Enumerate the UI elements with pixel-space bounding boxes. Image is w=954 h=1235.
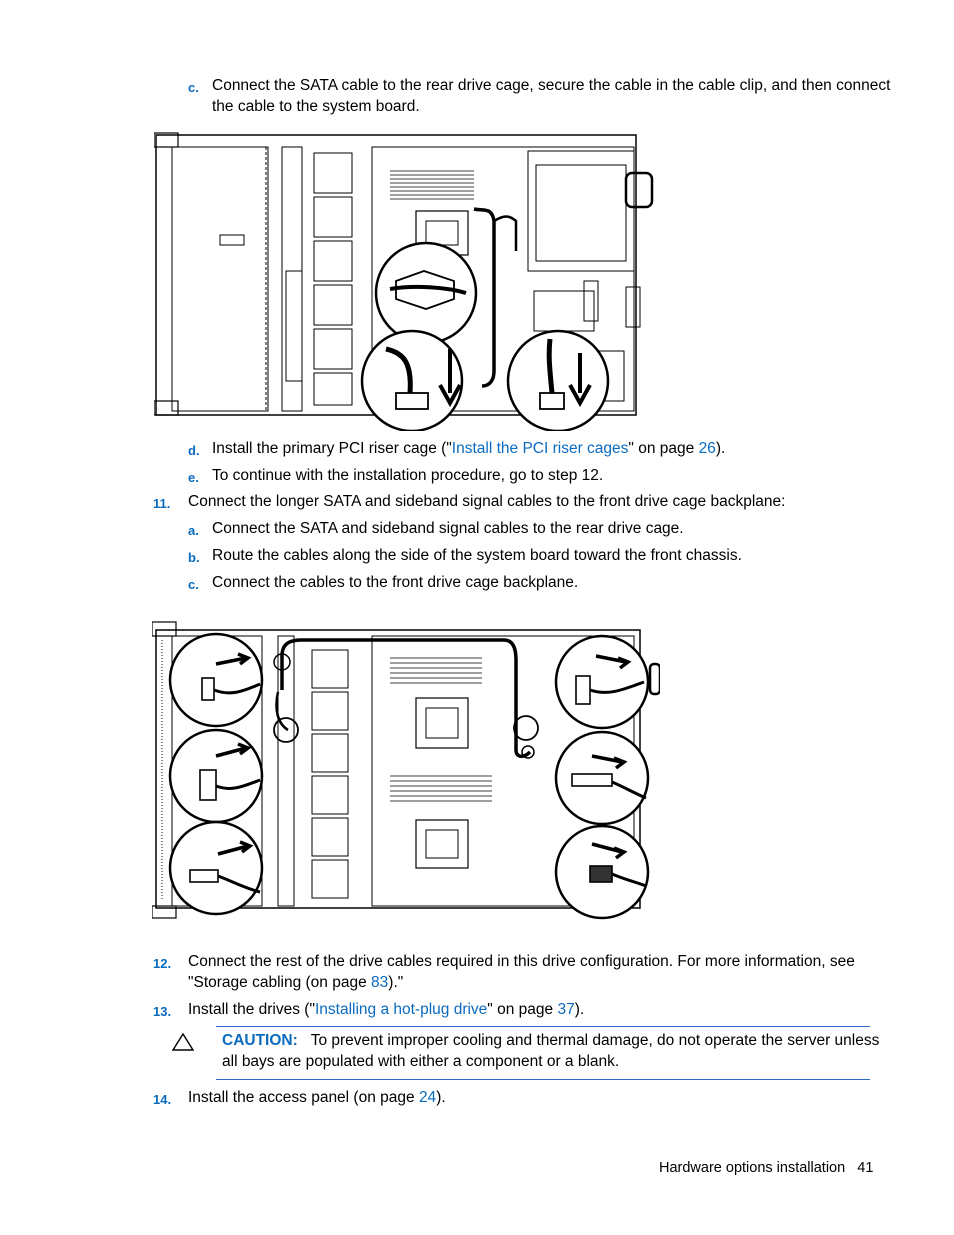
caution-line1: CAUTION: To prevent improper cooling and…	[222, 1030, 879, 1051]
step-c-text: Connect the SATA cable to the rear drive…	[212, 77, 891, 94]
step-11-marker: 11.	[153, 496, 171, 511]
step-13-marker: 13.	[153, 1004, 172, 1019]
step-c2-marker: c.	[188, 577, 199, 592]
caution-box	[216, 1026, 870, 1080]
step-c-marker: c.	[188, 80, 199, 95]
caution-line2: all bays are populated with either a com…	[222, 1053, 620, 1070]
step-a-marker: a.	[188, 523, 199, 538]
link-page-37[interactable]: 37	[557, 1001, 575, 1018]
step-14-pre: Install the access panel (on page	[188, 1089, 419, 1106]
step-a-text: Connect the SATA and sideband signal cab…	[212, 520, 684, 537]
link-page-24[interactable]: 24	[418, 1089, 437, 1106]
step-12-pre: "Storage cabling (on page	[188, 974, 372, 991]
link-install-pci-riser-cages[interactable]: Install the PCI riser cages	[451, 440, 629, 457]
step-e-marker: e.	[188, 470, 199, 485]
step-13-text: Install the drives ("Installing a hot-pl…	[188, 999, 584, 1020]
step-d-marker: d.	[188, 443, 200, 458]
step-d-mid: " on page	[628, 440, 699, 457]
step-b-text: Route the cables along the side of the s…	[212, 547, 742, 564]
footer-page-number: 41	[857, 1160, 874, 1176]
caution-text: To prevent improper cooling and thermal …	[310, 1032, 880, 1049]
footer-section: Hardware options installation	[659, 1160, 846, 1176]
step-e-text: To continue with the installation proced…	[212, 467, 604, 484]
step-11-text: Connect the longer SATA and sideband sig…	[188, 493, 786, 510]
step-12-text: Connect the rest of the drive cables req…	[188, 953, 855, 970]
link-installing-hot-plug-drive[interactable]: Installing a hot-plug drive	[314, 1001, 488, 1018]
step-d-post: ).	[715, 440, 726, 457]
page-footer: Hardware options installation 41	[659, 1158, 873, 1179]
link-page-83[interactable]: 83	[371, 974, 389, 991]
rear-drive-cage-cabling-illustration	[154, 132, 654, 431]
step-c2-text: Connect the cables to the front drive ca…	[212, 574, 579, 591]
step-14-marker: 14.	[153, 1092, 172, 1107]
step-c-text-line2: the cable to the system board.	[212, 98, 420, 115]
step-13-mid: " on page	[487, 1001, 558, 1018]
step-13-pre: Install the drives ("	[188, 1001, 315, 1018]
step-12-post: )."	[388, 974, 404, 991]
step-d-pre: Install the primary PCI riser cage ("	[212, 440, 452, 457]
front-drive-cage-cabling-illustration	[152, 621, 660, 920]
caution-label: CAUTION:	[222, 1032, 298, 1049]
step-13-post: ).	[574, 1001, 585, 1018]
step-12-text-line2: "Storage cabling (on page 83)."	[188, 972, 403, 993]
step-12-marker: 12.	[153, 956, 172, 971]
step-14-post: ).	[436, 1089, 446, 1106]
step-b-marker: b.	[188, 550, 200, 565]
caution-triangle-icon	[172, 1033, 194, 1051]
link-page-26[interactable]: 26	[698, 440, 716, 457]
step-d-text: Install the primary PCI riser cage ("Ins…	[212, 438, 725, 459]
step-14-text: Install the access panel (on page 24).	[188, 1087, 446, 1108]
